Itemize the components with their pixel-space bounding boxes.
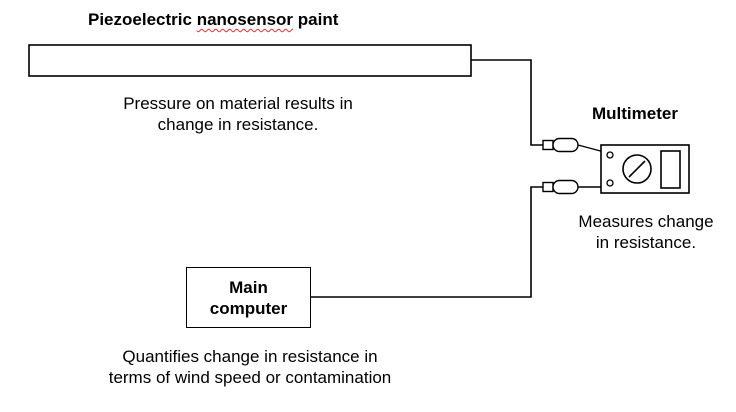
probe-top: [542, 137, 609, 154]
multimeter-label: Multimeter: [592, 104, 678, 123]
quantifies-caption: Quantifies change in resistance in terms…: [60, 346, 440, 388]
probe-bottom: [542, 179, 603, 195]
title-word-2: nanosensor: [196, 10, 294, 29]
measures-caption: Measures change in resistance.: [558, 211, 734, 253]
paint-strip: [28, 44, 472, 77]
measures-caption-line-1: Measures change: [578, 212, 714, 231]
title-word-3: paint: [297, 10, 339, 29]
wire-strip-to-meter: [471, 59, 549, 146]
computer-label-line-2: computer: [209, 298, 288, 318]
diagram-title: Piezoelectric nanosensor paint: [88, 10, 338, 30]
measures-caption-line-2: in resistance.: [595, 233, 697, 252]
quantifies-caption-line-1: Quantifies change in resistance in: [122, 347, 378, 366]
wire-computer-to-meter: [311, 186, 549, 298]
title-word-1: Piezoelectric: [88, 10, 192, 29]
main-computer-box: Main computer: [186, 267, 311, 328]
pressure-caption: Pressure on material results in change i…: [90, 93, 386, 135]
computer-label-line-1: Main: [229, 277, 268, 297]
multimeter-icon: [600, 144, 690, 194]
pressure-caption-line-1: Pressure on material results in: [123, 94, 353, 113]
quantifies-caption-line-2: terms of wind speed or contamination: [108, 368, 392, 387]
pressure-caption-line-2: change in resistance.: [157, 115, 319, 134]
